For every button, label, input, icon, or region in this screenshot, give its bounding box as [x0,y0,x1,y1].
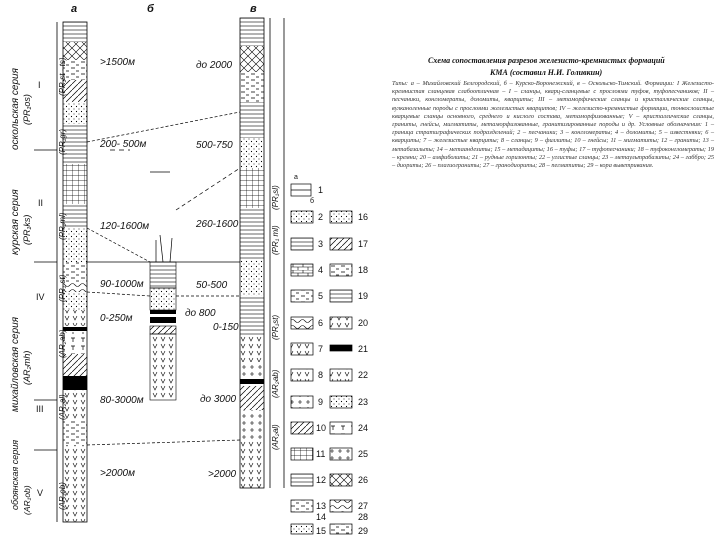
series-brackets [34,149,57,451]
legend-num-13: 13 [316,501,327,511]
series-label-oboyan: обоянская серия [10,439,20,510]
suite-v-1: (PR₁sl) [271,185,280,210]
figure-subtitle: КМА (составил Н.И. Голивкин) [490,68,603,77]
series-index-oboyan: (AR₁ob) [22,485,32,515]
thickness-a-3: 120-1600м [100,221,150,232]
legend-num-3: 3 [318,239,324,249]
suite-a-5: (AR₂ab) [58,329,67,358]
suite-v-3: (PR₁st) [271,314,280,340]
legend-num-24: 24 [358,423,369,433]
series-index-oskol: (PR₁os) [22,94,32,125]
legend-num-7: 7 [318,344,324,354]
suite-v-5: (AR₂al) [271,424,280,450]
legend-sub-b: б [310,198,315,205]
suite-a-6: (AR₂al) [58,394,67,420]
column-a [56,21,88,523]
legend-num-5: 5 [318,291,324,301]
legend-num-2: 2 [318,212,324,222]
legend-num-17: 17 [358,239,369,249]
thickness-v-6: 0-150 [213,322,239,333]
correlation-lines [86,111,241,446]
suite-a-4: (PR₁ st) [58,274,67,302]
thickness-v-4: 50-500 [196,280,228,291]
legend-num-21: 21 [358,344,369,354]
thickness-v-8: >2000 [208,469,237,480]
thickness-v-7: до 3000 [200,394,237,405]
suite-v-4: (AR₂ab) [271,369,280,398]
legend-num-28: 28 [358,512,369,522]
figure-title: Схема сопоставления разрезов железисто-к… [428,56,665,65]
suite-v-2: (PR₁ ml) [271,225,280,255]
legend-num-22: 22 [358,370,369,380]
legend-num-18: 18 [358,265,369,275]
legend-right-boxes [329,210,353,535]
stratigraphic-diagram [34,17,353,535]
thickness-a-6: 80-3000м [100,395,144,406]
series-label-oskol: оскольская серия [10,68,21,150]
formation-num-4: IV [36,292,45,302]
legend-num-10: 10 [316,423,327,433]
legend-num-19: 19 [358,291,369,301]
thickness-a-1: >1500м [100,57,135,68]
series-label-mikhailov: михайловская серия [10,316,21,412]
thickness-a-4: 90-1000м [100,279,144,290]
series-index-kursk: (PR₁ks) [22,214,32,245]
legend-num-9: 9 [318,397,324,407]
legend-num-1: 1 [318,185,324,195]
legend-num-29: 29 [358,526,369,536]
suite-a-7: (AR₁ob) [58,482,67,510]
legend-num-27: 27 [358,501,369,511]
column-label-a: а [71,3,78,15]
thickness-v-1: до 2000 [196,60,233,71]
suite-a-3: (PR₁ml) [58,212,67,240]
legend-num-12: 12 [316,475,327,485]
suite-a-2: (PR₁gr) [58,128,67,155]
series-index-mikhailov: (AR₂mh) [22,350,32,385]
legend-num-16: 16 [358,212,369,222]
figure-caption: Типы: а – Михайловский Белгородский, б –… [392,80,714,170]
series-label-kursk: курская серия [10,189,21,255]
legend-num-11: 11 [316,449,326,459]
thickness-a-5: 0-250м [100,313,133,324]
column-label-v: в [250,3,257,15]
column-b [149,234,177,401]
formation-num-1: I [38,80,41,90]
legend-left-boxes [290,183,314,535]
thickness-v-3: 260-1600 [196,219,239,230]
formation-num-2: II [38,198,44,208]
column-label-b: б [147,3,154,15]
formation-num-5: V [37,488,44,498]
legend-num-14: 14 [316,512,327,522]
thickness-v-2: 500-750 [196,140,233,151]
legend-num-20: 20 [358,318,369,328]
legend-num-4: 4 [318,265,324,275]
legend-sub-a: а [294,174,298,181]
column-v [239,17,285,489]
legend-num-6: 6 [318,318,324,328]
legend-num-26: 26 [358,475,369,485]
formation-num-3: III [36,404,44,414]
thickness-a-2: 200- 500м [100,139,147,150]
legend-num-15: 15 [316,526,327,536]
legend-num-25: 25 [358,449,369,459]
thickness-a-7: >2000м [100,468,135,479]
suite-a-1: (PR₁st - ts) [58,57,67,96]
thickness-v-5: до 800 [185,308,216,319]
legend-num-23: 23 [358,397,369,407]
legend-num-8: 8 [318,370,324,380]
